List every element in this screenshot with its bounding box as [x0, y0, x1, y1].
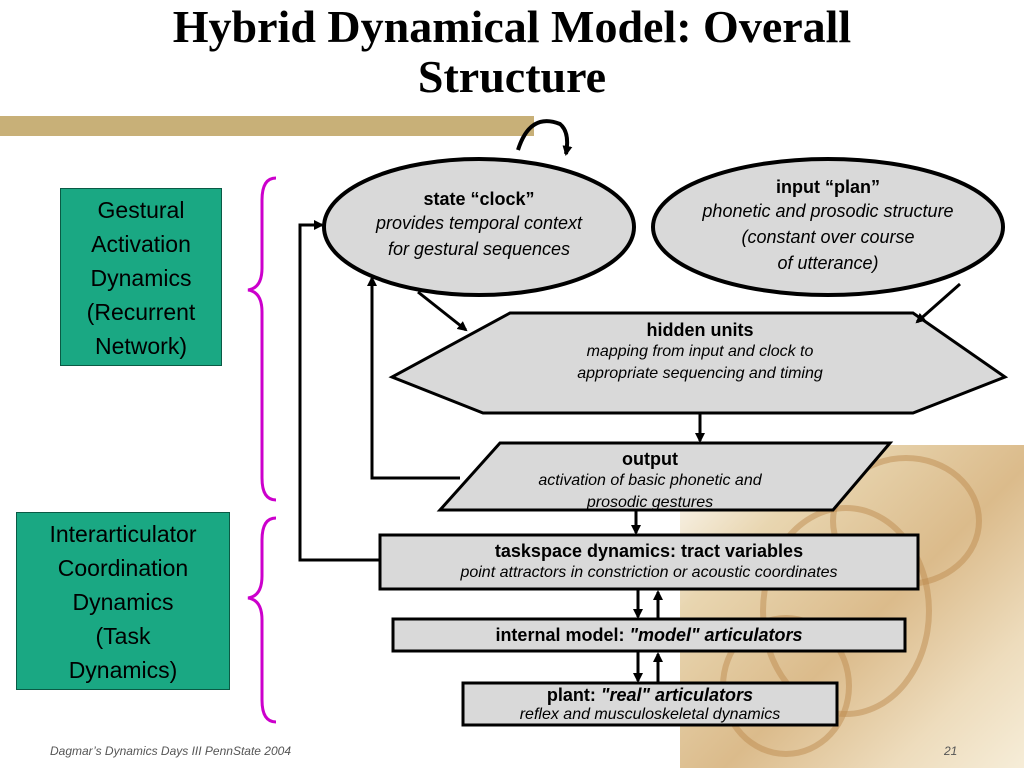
taskspace-title: taskspace dynamics: tract variables — [494, 541, 804, 561]
brace-bottom — [247, 516, 277, 724]
state-clock-line-1: provides temporal context — [375, 213, 583, 233]
gestural-line-5: Network) — [94, 333, 187, 359]
hidden-units-line-2: appropriate sequencing and timing — [577, 365, 823, 382]
footer-page-number: 21 — [944, 744, 958, 758]
interarticulator-line-1: Interarticulator — [49, 521, 197, 547]
state-clock-title: state “clock” — [423, 189, 535, 209]
state-clock-node — [322, 157, 636, 297]
gestural-line-3: Dynamics — [90, 265, 192, 291]
interarticulator-line-5: Dynamics) — [68, 657, 178, 683]
plant-title: plant: — [546, 685, 601, 705]
input-plan-title: input “plan” — [776, 177, 880, 197]
output-node — [436, 441, 894, 512]
internal-model-title: internal model: — [495, 625, 630, 645]
hidden-units-node — [388, 311, 1009, 415]
gestural-line-2: Activation — [91, 231, 191, 257]
clock-self-loop-arrow — [516, 119, 573, 156]
brace-top — [247, 176, 277, 502]
output-line-2: prosodic gestures — [586, 494, 714, 511]
gestural-activation-box: Gestural Activation Dynamics (Recurrent … — [60, 188, 222, 366]
plant-text: plant: "real" articulators reflex and mu… — [466, 684, 834, 724]
taskspace-node — [378, 533, 920, 591]
plant-line-1: reflex and musculoskeletal dynamics — [519, 706, 781, 723]
plant-node — [461, 681, 839, 727]
output-line-1: activation of basic phonetic and — [538, 472, 762, 489]
input-plan-line-3: of utterance) — [777, 253, 879, 273]
plant-title-italic: "real" articulators — [600, 685, 754, 705]
output-text: output activation of basic phonetic and … — [480, 448, 820, 514]
accent-bar — [0, 116, 534, 136]
hidden-units-line-1: mapping from input and clock to — [586, 343, 814, 360]
interarticulator-line-2: Coordination — [57, 555, 189, 581]
arrow-output-feedback-to-clock — [367, 276, 460, 480]
internal-model-title-italic: "model" articulators — [629, 625, 803, 645]
hidden-units-title: hidden units — [646, 320, 754, 340]
internal-model-text: internal model: "model" articulators — [396, 624, 902, 646]
arrow-clock-to-hidden — [417, 290, 468, 332]
gestural-line-4: (Recurrent — [86, 299, 196, 325]
title-line-1: Hybrid Dynamical Model: Overall — [172, 1, 852, 52]
interarticulator-box: Interarticulator Coordination Dynamics (… — [16, 512, 230, 690]
input-plan-line-1: phonetic and prosodic structure — [702, 201, 954, 221]
input-plan-line-2: (constant over course — [741, 227, 915, 247]
state-clock-line-2: for gestural sequences — [387, 239, 571, 259]
page-title: Hybrid Dynamical Model: Overall Structur… — [0, 2, 1024, 102]
taskspace-text: taskspace dynamics: tract variables poin… — [383, 540, 915, 584]
arrow-input-to-hidden — [915, 282, 961, 324]
gestural-line-1: Gestural — [97, 197, 185, 223]
internal-model-node — [391, 617, 907, 653]
output-title: output — [622, 449, 678, 469]
input-plan-node — [651, 157, 1005, 297]
taskspace-line-1: point attractors in constriction or acou… — [460, 564, 838, 581]
hidden-units-text: hidden units mapping from input and cloc… — [500, 319, 900, 385]
title-line-2: Structure — [417, 51, 607, 102]
interarticulator-line-4: (Task — [95, 623, 151, 649]
input-plan-text: input “plan” phonetic and prosodic struc… — [658, 176, 998, 276]
arrow-taskspace-feedback-to-clock — [298, 220, 380, 562]
state-clock-text: state “clock” provides temporal context … — [330, 188, 628, 262]
footer-conference: Dagmar’s Dynamics Days III PennState 200… — [50, 744, 292, 758]
interarticulator-line-3: Dynamics — [72, 589, 174, 615]
